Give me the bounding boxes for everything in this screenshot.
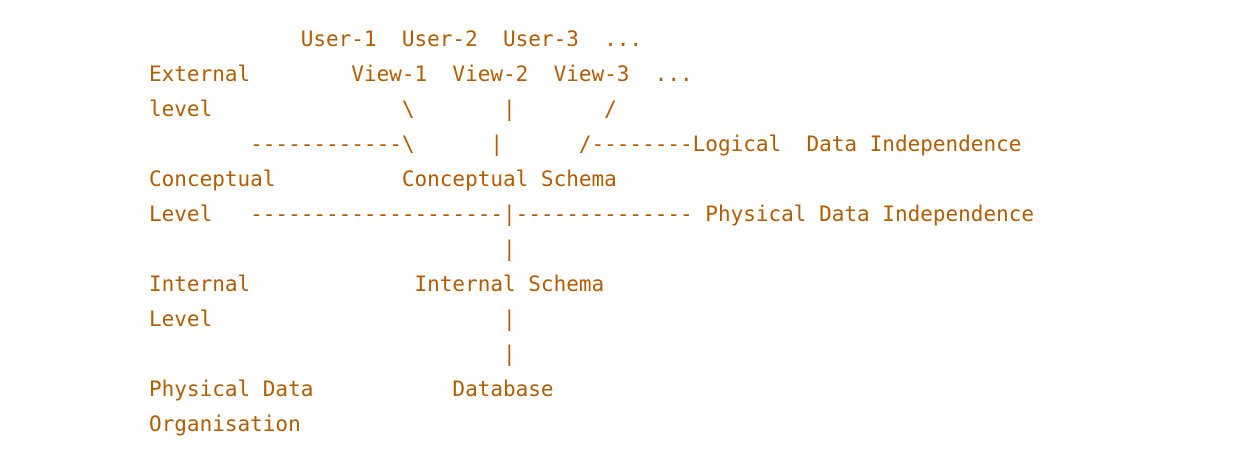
external-level-connectors-row: level \ | /	[149, 97, 617, 121]
connector-row-2: |	[149, 342, 516, 366]
logical-data-independence-row: ------------\ | /--------Logical Data In…	[149, 132, 1022, 156]
database-row: Physical Data Database	[149, 377, 554, 401]
users-row: User-1 User-2 User-3 ...	[149, 27, 643, 51]
data-independence-diagram: User-1 User-2 User-3 ... External View-1…	[149, 22, 1034, 442]
connector-row-1: |	[149, 237, 516, 261]
physical-data-independence-row: Level --------------------|-------------…	[149, 202, 1035, 226]
organisation-row: Organisation	[149, 412, 301, 436]
internal-level-connector-row: Level |	[149, 307, 516, 331]
internal-schema-row: Internal Internal Schema	[149, 272, 605, 296]
external-level-views-row: External View-1 View-2 View-3 ...	[149, 62, 693, 86]
conceptual-schema-row: Conceptual Conceptual Schema	[149, 167, 617, 191]
